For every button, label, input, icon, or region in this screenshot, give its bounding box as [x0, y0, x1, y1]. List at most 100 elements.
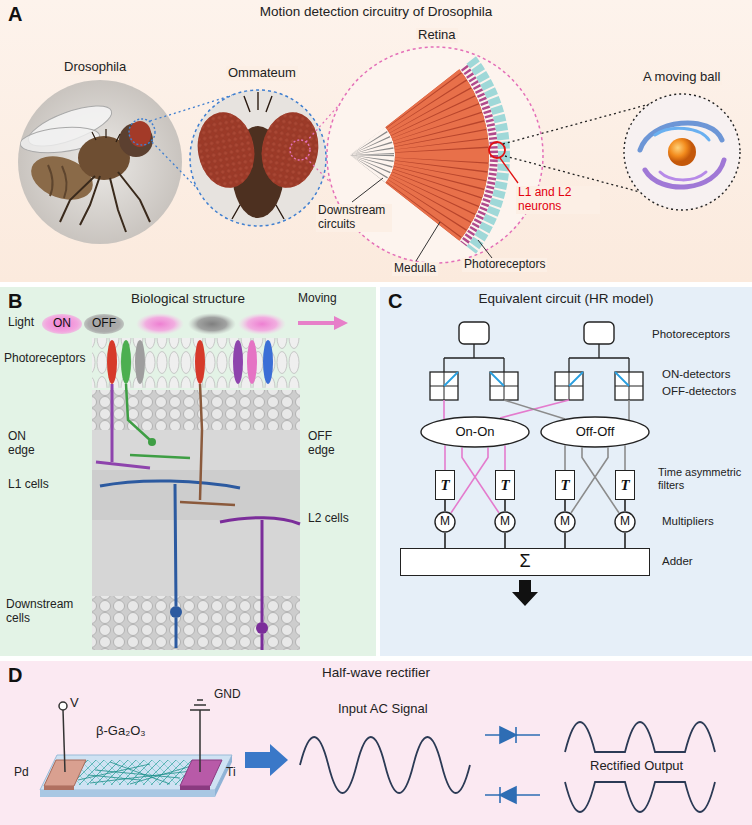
panel-letter: D [8, 664, 22, 686]
detector-boxes [444, 400, 569, 419]
retina-drawing [489, 142, 505, 158]
ommateum-photo [290, 140, 310, 160]
diode-symbols [515, 727, 517, 743]
stage-label: Time asymmetric filters [658, 466, 746, 491]
cell-label: L1 cells [8, 478, 49, 492]
node-label: T [440, 477, 449, 494]
neurons [180, 384, 235, 505]
signal-label: Rectified Output [590, 759, 683, 774]
neurons [148, 438, 156, 446]
detector-boxes [430, 372, 643, 400]
multiplier-circle: M [554, 511, 576, 533]
photoreceptor-layer [107, 340, 117, 384]
connector [462, 448, 499, 513]
moving-ball [660, 172, 706, 180]
ac-wave [300, 737, 470, 793]
retina-drawing [328, 133, 372, 177]
material-label: β-Ga₂O₃ [96, 724, 146, 739]
blue-arrow [245, 744, 288, 776]
neurons [256, 622, 268, 634]
signal-label: Input AC Signal [338, 702, 428, 717]
time-filter-box: T [495, 470, 515, 500]
electrode-label: Ti [226, 766, 236, 780]
rectified-waves [565, 722, 715, 812]
diode-symbols [500, 787, 516, 803]
fly-photo [129, 121, 151, 147]
connector [444, 533, 446, 548]
retina-drawing [206, 11, 494, 299]
ac-wave [300, 737, 470, 793]
ga2o3-device [44, 786, 74, 790]
retina-drawing [500, 158, 518, 183]
medulla-layers [92, 390, 300, 430]
photo-label: Retina [416, 28, 458, 43]
connector [504, 445, 506, 470]
panel-d: DHalf-wave rectifier [0, 661, 752, 825]
fly-photo [129, 119, 155, 145]
ga2o3-device [59, 702, 67, 710]
fly-photo [48, 165, 67, 198]
light-spots [136, 313, 348, 335]
light-spots [136, 313, 184, 335]
ommateum-photo [192, 92, 324, 219]
ga2o3-device [180, 760, 222, 786]
diode-symbols [499, 787, 501, 803]
panel-heading: Motion detection circuitry of Drosophila [0, 5, 752, 20]
connector [451, 448, 488, 513]
light-spots [298, 321, 336, 325]
retina-drawing [196, 1, 504, 309]
rectified-waves [565, 782, 715, 812]
node-label: Σ [519, 552, 530, 572]
ommateum-photo [190, 90, 326, 226]
panel-backgrounds [0, 287, 376, 656]
photo-label: Ommateum [226, 66, 298, 81]
motion-label: Moving [298, 292, 337, 306]
ga2o3-device [180, 786, 210, 790]
node-label: On-On [455, 425, 494, 439]
retina-drawing [196, 1, 504, 309]
node-label: M [620, 515, 630, 528]
medulla-layers [92, 520, 300, 596]
neurons [96, 384, 300, 650]
node-label: M [500, 515, 510, 528]
moving-ball [624, 94, 740, 210]
stage-label: Multipliers [662, 515, 714, 528]
connector [444, 445, 446, 470]
panel-backgrounds [380, 287, 752, 656]
stage-label: OFF-detectors [662, 385, 736, 398]
blue-arrow [245, 744, 288, 776]
row-label: Light [8, 316, 34, 330]
ellipse-outline [541, 417, 649, 447]
multiplier-circle: M [434, 511, 456, 533]
panel-letter: A [8, 3, 22, 25]
adder-box: Σ [400, 548, 650, 576]
panel-heading: Equivalent circuit (HR model) [380, 292, 752, 307]
multiplier-circle: M [494, 511, 516, 533]
photoreceptor-layer [247, 340, 257, 384]
panel-letter: C [388, 290, 402, 312]
ga2o3-device [190, 700, 210, 772]
stage-label: Adder [662, 555, 693, 568]
retina-drawing [258, 63, 442, 247]
neurons [126, 384, 190, 458]
photoreceptor-layer [263, 340, 273, 384]
output-arrow [512, 580, 538, 606]
medulla-layers [92, 596, 300, 650]
medulla-layers [92, 390, 300, 650]
fly-photo [18, 80, 182, 244]
light-label: OFF [92, 317, 116, 330]
diode-symbols [500, 727, 516, 743]
connector [624, 533, 626, 548]
off-off-ellipse: Off-Off [540, 416, 650, 448]
node-label: T [500, 477, 509, 494]
panel-heading: Half-wave rectifier [0, 666, 752, 681]
part-label: Photoreceptors [462, 258, 547, 272]
connector [624, 500, 626, 511]
connector [571, 448, 608, 513]
detector-boxes [430, 372, 643, 420]
photoreceptor-layer [92, 338, 300, 388]
panel-backgrounds [0, 0, 752, 282]
part-label: Medulla [392, 262, 438, 276]
